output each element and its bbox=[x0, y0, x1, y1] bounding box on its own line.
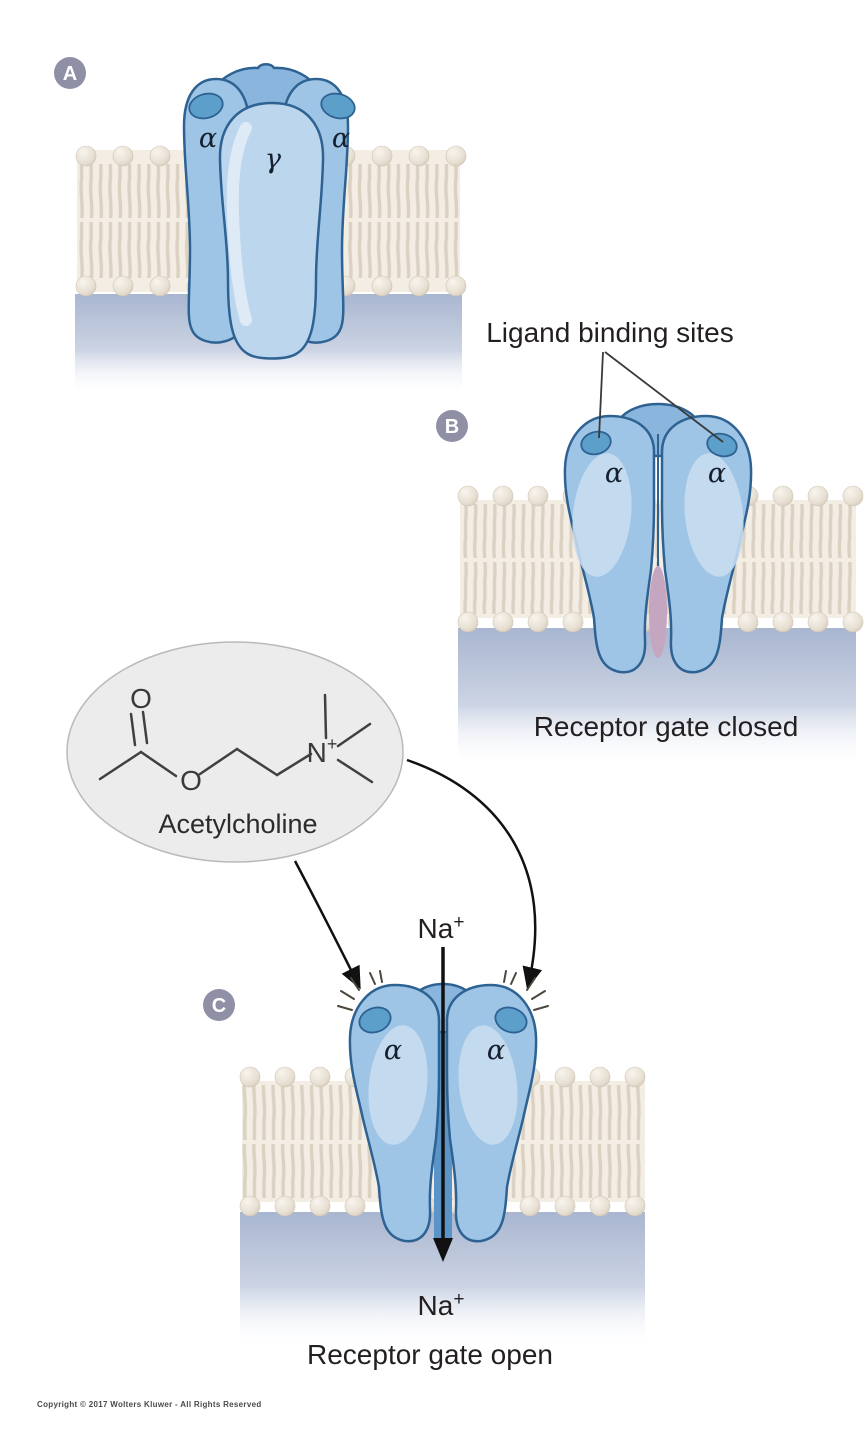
sodium-label-extracellular: Na+ bbox=[418, 912, 465, 944]
acetylcholine-arrow-right bbox=[406, 758, 543, 990]
ligand-binding-site-icon bbox=[188, 92, 224, 120]
sodium-arrowhead-icon bbox=[433, 1238, 453, 1262]
receptor-a bbox=[182, 63, 356, 360]
copyright-notice: Copyright © 2017 Wolters Kluwer - All Ri… bbox=[37, 1400, 262, 1409]
alpha-label-a-left: α bbox=[199, 123, 217, 154]
subunit-front-face bbox=[684, 453, 744, 577]
ligand-binding-site-icon bbox=[358, 1006, 392, 1034]
subunit-front-face bbox=[368, 1025, 428, 1145]
binding-site-pointer-line bbox=[598, 351, 604, 439]
alpha-label-b-left: α bbox=[605, 458, 623, 489]
ligand-binding-site-icon bbox=[494, 1006, 528, 1034]
receptor-b bbox=[563, 402, 753, 674]
sodium-label-intracellular: Na+ bbox=[418, 1289, 465, 1321]
molecule-name-label: Acetylcholine bbox=[158, 809, 317, 839]
ligand-binding-sites-label: Ligand binding sites bbox=[486, 317, 734, 348]
panel-a: A α α γ bbox=[54, 57, 467, 396]
alpha-label-c-left: α bbox=[384, 1035, 402, 1066]
panel-c: C Na+ α α bbox=[203, 912, 646, 1370]
ligand-binding-site-icon bbox=[320, 92, 356, 120]
acetylcholine-molecule: O O N+ Acetylcholine bbox=[66, 641, 404, 863]
acetylcholine-arrow-left bbox=[293, 860, 361, 990]
alpha-label-c-right: α bbox=[487, 1035, 505, 1066]
alpha-label-b-right: α bbox=[708, 458, 726, 489]
panel-a-badge-label: A bbox=[63, 63, 77, 85]
carbonyl-oxygen-atom: O bbox=[130, 683, 152, 714]
panel-c-badge-label: C bbox=[212, 995, 226, 1017]
ligand-binding-site-icon bbox=[580, 430, 612, 456]
molecule-oval bbox=[66, 641, 404, 863]
panel-b: B α α Ligand binding sites Receptor gate bbox=[436, 317, 864, 768]
binding-burst-marks bbox=[337, 970, 549, 1011]
subunit-front-face bbox=[572, 453, 632, 577]
nitrogen-atom: N+ bbox=[307, 734, 338, 768]
gamma-highlight bbox=[226, 122, 252, 326]
sodium-flux-arrow bbox=[433, 947, 453, 1262]
alpha-label-a-right: α bbox=[332, 123, 350, 154]
binding-site-pointer-line bbox=[604, 351, 724, 443]
panel-b-badge-label: B bbox=[445, 416, 459, 438]
gamma-label-a: γ bbox=[265, 144, 282, 175]
panel-b-caption: Receptor gate closed bbox=[534, 711, 799, 742]
subunit-front-face bbox=[458, 1025, 518, 1145]
panel-a-badge-icon: A bbox=[54, 57, 86, 89]
panel-c-caption: Receptor gate open bbox=[307, 1339, 553, 1370]
closed-gate bbox=[649, 566, 667, 658]
molecule-bonds bbox=[98, 693, 374, 784]
panel-c-badge-icon: C bbox=[203, 989, 235, 1021]
ester-oxygen-atom: O bbox=[180, 765, 202, 796]
panel-b-badge-icon: B bbox=[436, 410, 468, 442]
ligand-binding-site-icon bbox=[706, 432, 738, 458]
